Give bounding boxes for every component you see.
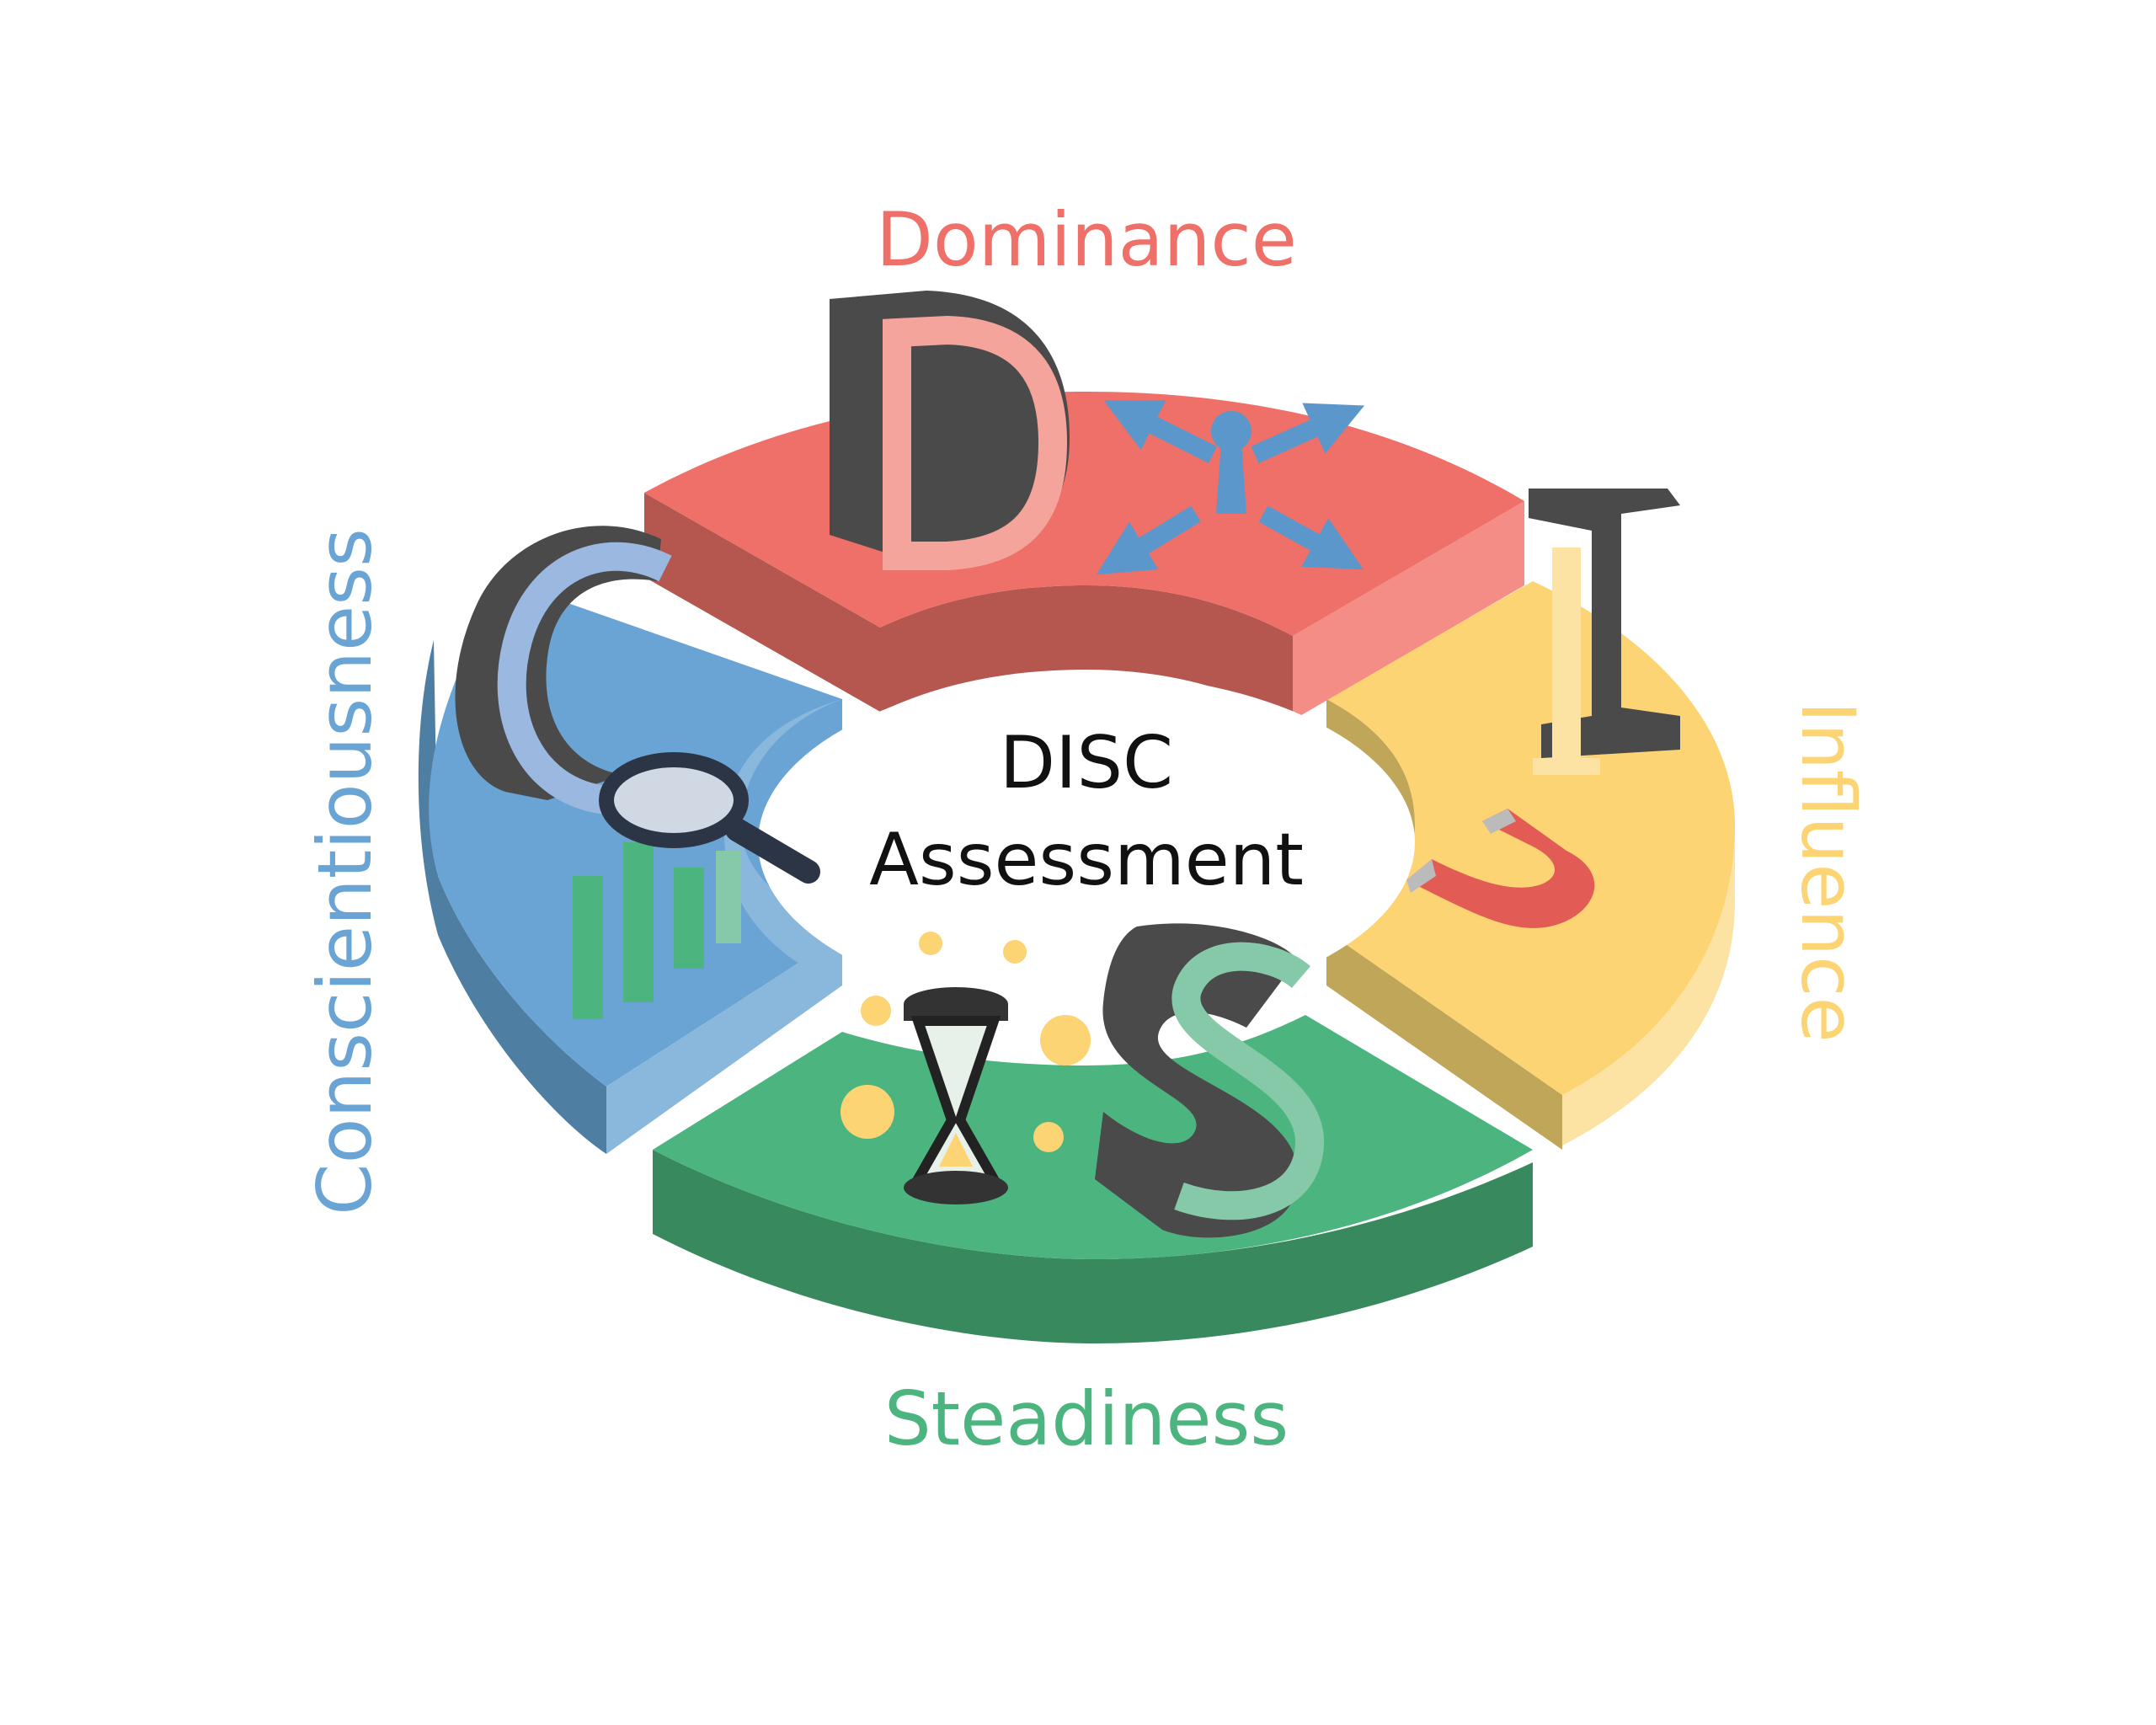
center-hub — [758, 674, 1415, 1011]
hourglass-coins-icon — [841, 932, 1091, 1204]
center-title-line1: DISC — [1000, 721, 1173, 805]
letter-i — [1529, 489, 1680, 775]
label-steadiness: Steadiness — [884, 1375, 1289, 1462]
segment-steadiness — [653, 1015, 1533, 1343]
arrows-keyhole-icon — [1096, 400, 1365, 575]
label-influence: Influence — [1785, 701, 1871, 1042]
letter-c — [455, 526, 672, 814]
label-dominance: Dominance — [876, 196, 1297, 283]
magnet-icon — [1406, 809, 1595, 928]
center-title-line2: Assessment — [869, 818, 1304, 902]
label-conscientiousness: Conscientiousness — [302, 528, 388, 1215]
letter-d — [830, 291, 1070, 570]
letter-s — [1095, 923, 1324, 1238]
magnifier-chart-icon — [573, 752, 820, 1019]
